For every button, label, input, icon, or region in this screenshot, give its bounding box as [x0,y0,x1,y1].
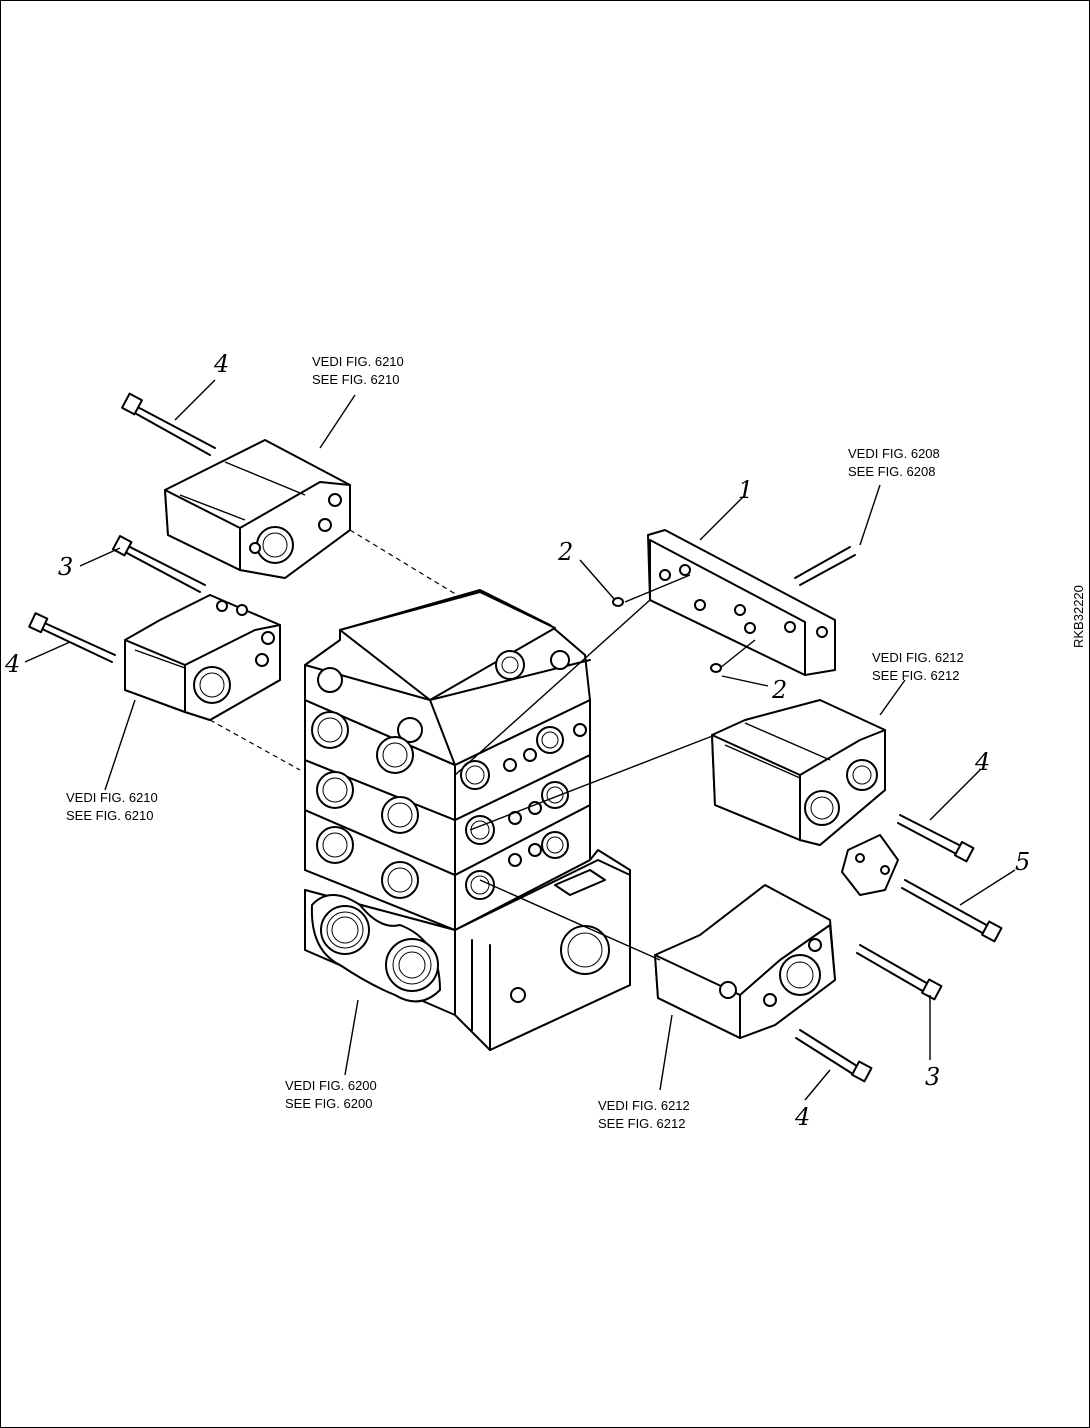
bolts [28,392,1003,1083]
drawing-code: RKB32220 [1071,585,1086,648]
right-cover [711,699,899,896]
left-cover [124,594,281,721]
ref-left-line1: VEDI FIG. 6210 [66,790,158,805]
reference-labels: VEDI FIG. 6210 SEE FIG. 6210 VEDI FIG. 6… [66,354,964,1131]
callout-3-bottom-right: 3 [925,1063,940,1091]
lower-right-cover [654,884,836,1039]
callout-2-lower: 2 [771,676,787,704]
main-valve-body [304,589,631,1051]
assembly-lines [209,529,756,961]
ref-left-line2: SEE FIG. 6210 [66,808,153,823]
ref-top-right-line2: SEE FIG. 6208 [848,464,935,479]
callout-4-left: 4 [4,650,20,678]
ref-bottom-center-line2: SEE FIG. 6200 [285,1096,372,1111]
callout-4-top-left: 4 [213,350,229,378]
callout-4-right: 4 [974,748,990,776]
leader-lines [24,379,1016,1101]
ref-right-line1: VEDI FIG. 6212 [872,650,964,665]
ref-bottom-center-line1: VEDI FIG. 6200 [285,1078,377,1093]
callout-2-upper: 2 [557,538,573,566]
ref-top-left-line1: VEDI FIG. 6210 [312,354,404,369]
callout-numbers: 4 3 4 1 2 2 4 5 3 4 [4,350,1030,1131]
ref-top-left-line2: SEE FIG. 6210 [312,372,399,387]
ref-bottom-right-line1: VEDI FIG. 6212 [598,1098,690,1113]
callout-5: 5 [1015,848,1030,876]
upper-left-cover [164,439,351,579]
ref-right-line2: SEE FIG. 6212 [872,668,959,683]
ref-bottom-right-line2: SEE FIG. 6212 [598,1116,685,1131]
back-plate [647,529,836,676]
ref-top-right-line1: VEDI FIG. 6208 [848,446,940,461]
callout-1: 1 [738,476,753,504]
callout-3-left: 3 [58,553,73,581]
callout-4-bottom: 4 [794,1103,810,1131]
